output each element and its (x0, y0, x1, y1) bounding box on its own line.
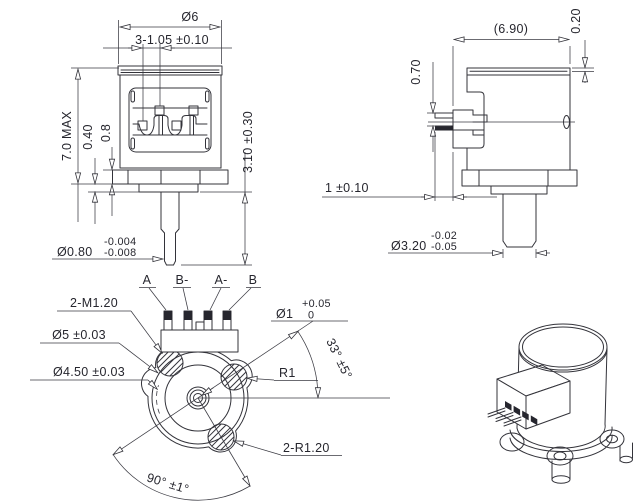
label-phase-a-minus: A- (214, 273, 227, 287)
dim-pin-spacing: 0.70 (409, 59, 423, 85)
label-phase-b-minus: B- (175, 273, 188, 287)
dim-dia-body: Ø6 (181, 10, 198, 24)
side-view-geometry (428, 67, 578, 248)
isometric-view (487, 323, 634, 484)
dim-height-max: 7.0 MAX (60, 111, 74, 161)
dim-bolt-circle-dia: Ø4.50 ±0.03 (53, 365, 125, 379)
dim-pin-protrusion: 1 ±0.10 (325, 181, 369, 195)
iso-connector (487, 364, 571, 430)
side-view-dimensions: (6.90) 0.20 0.70 1 ±0.10 (322, 8, 594, 258)
dim-pin-pitch: 3-1.05 ±0.10 (135, 33, 209, 47)
front-view-dimensions: Ø6 3-1.05 ±0.10 7.0 MAX 0.8 (52, 10, 255, 266)
dim-bearing-dia: Ø1 (276, 307, 293, 321)
dim-shaft-tip-tol-lower: -0.008 (104, 247, 136, 259)
dim-fillet-radius: R1 (279, 366, 296, 380)
dim-thread-spec: 2-M1.20 (70, 296, 118, 310)
dim-shaft-tip-tol-upper: -0.004 (104, 236, 136, 248)
label-phase-a: A (143, 273, 152, 287)
label-phase-b: B (249, 273, 258, 287)
dim-overall-width: (6.90) (494, 22, 528, 36)
side-view: (6.90) 0.20 0.70 1 ±0.10 (322, 8, 594, 258)
front-view-geometry (112, 65, 229, 266)
connector-pins (163, 310, 232, 331)
dim-cap-lip: 0.20 (569, 8, 583, 34)
dim-shaft-length: 3.10 ±0.30 (241, 111, 255, 173)
dim-boss-dia: Ø3.20 (391, 239, 427, 253)
bottom-view-dimensions: 33° ±5° 90° ±1° A B- A- B 2-M1.20 Ø5 ±0 (30, 273, 390, 501)
dim-flange-thickness: 0.8 (99, 124, 113, 142)
dim-boss-tol-lower: -0.05 (431, 241, 457, 253)
dim-step-height: 0.40 (81, 124, 95, 150)
bottom-view: 33° ±5° 90° ±1° A B- A- B 2-M1.20 Ø5 ±0 (30, 273, 390, 501)
dim-bearing-tol-upper: +0.05 (302, 298, 331, 310)
mount-hole-right (220, 363, 248, 391)
dim-boss-tol-upper: -0.02 (431, 230, 457, 242)
dim-lobe-radius: 2-R1.20 (283, 441, 330, 455)
dim-bearing-tol-lower: 0 (308, 310, 314, 322)
bottom-view-geometry (141, 310, 253, 453)
dim-shaft-tip-dia: Ø0.80 (57, 245, 93, 259)
dim-connector-angle: 33° ±5° (323, 336, 355, 381)
mount-hole-top-left (156, 349, 184, 377)
dim-body-dia: Ø5 ±0.03 (52, 328, 106, 342)
front-view: Ø6 3-1.05 ±0.10 7.0 MAX 0.8 (52, 10, 255, 266)
dim-mount-hole-angle: 90° ±1° (145, 470, 190, 496)
iso-flange (499, 426, 625, 466)
